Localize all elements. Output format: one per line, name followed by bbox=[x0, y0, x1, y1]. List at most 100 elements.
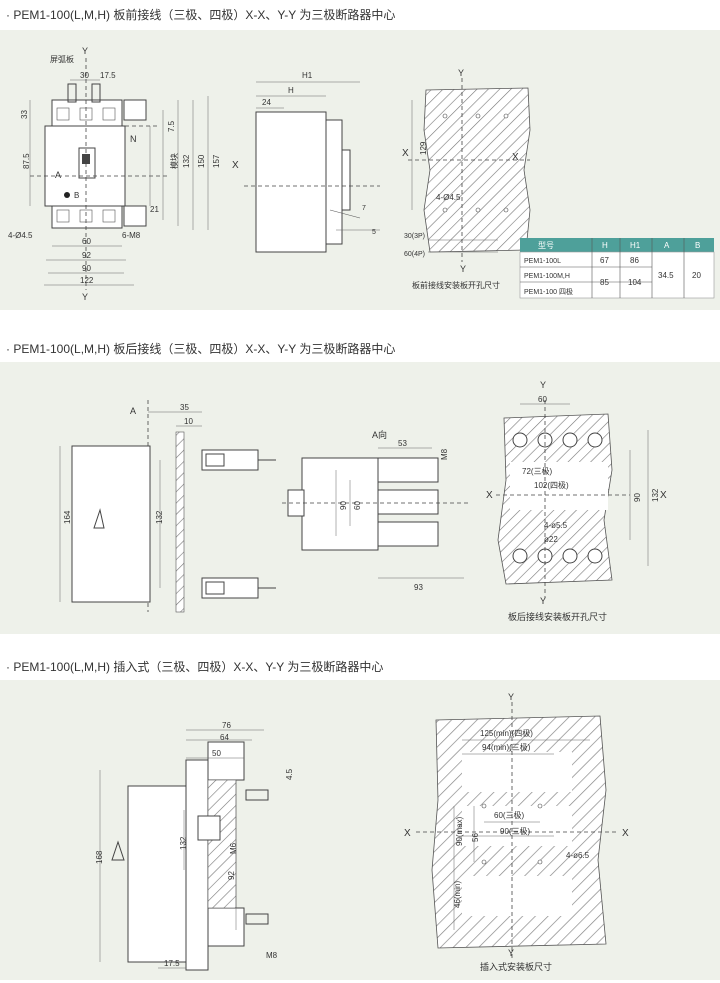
plugin-cutout-caption: 插入式安装板尺寸 bbox=[480, 961, 552, 972]
dim-21: 21 bbox=[150, 205, 159, 214]
dim-56: 56 bbox=[471, 833, 480, 842]
rear-cutout-caption: 板后接线安装板开孔尺寸 bbox=[508, 611, 607, 622]
dim-164: 164 bbox=[63, 510, 72, 524]
dim-24: 24 bbox=[262, 98, 271, 107]
dim-76: 76 bbox=[222, 721, 231, 730]
dim-60-a: 60 bbox=[353, 501, 362, 510]
rear-cutout-x-right: X bbox=[660, 490, 667, 501]
dim-87-5: 87.5 bbox=[22, 153, 31, 169]
table-b-value: 20 bbox=[692, 271, 701, 280]
front-view-breaker bbox=[29, 58, 209, 290]
width-94-label: 94(min)(三极) bbox=[482, 742, 531, 752]
dim-129: 129 bbox=[419, 141, 428, 155]
dim-33: 33 bbox=[20, 110, 29, 119]
plugin-cutout-x-right: X bbox=[622, 828, 629, 839]
barrier-label: 屏弧板 bbox=[50, 54, 74, 64]
four-pole-label: 102(四极) bbox=[534, 480, 569, 490]
section-title-plugin: · PEM1-100(L,M,H) 插入式（三极、四极）X-X、Y-Y 为三极断… bbox=[6, 660, 384, 674]
d22-label: ø22 bbox=[544, 535, 558, 544]
table-row-1-h: 67 bbox=[600, 256, 609, 265]
dim-90-a: 90 bbox=[339, 501, 348, 510]
rear-a-view bbox=[282, 447, 470, 579]
rear-cutout-y-bottom: Y bbox=[540, 596, 546, 606]
plugin-side-view bbox=[99, 729, 269, 971]
plugin-holes-label: 4-ø6.5 bbox=[566, 851, 590, 860]
table-a-value: 34.5 bbox=[658, 271, 674, 280]
a-view-label: A向 bbox=[372, 429, 387, 440]
table-header-h: H bbox=[602, 241, 608, 250]
width-60-label: 60(三极) bbox=[494, 810, 525, 820]
width-90-label: 90(三极) bbox=[500, 826, 531, 836]
dim-157: 157 bbox=[212, 154, 221, 168]
h1-label: H1 bbox=[302, 71, 313, 80]
model-table bbox=[519, 238, 715, 299]
table-row-2-h: 85 bbox=[600, 278, 609, 287]
front-cutout-caption: 板前接线安装板开孔尺寸 bbox=[412, 280, 500, 290]
dim-53: 53 bbox=[398, 439, 407, 448]
cutout-x-right: X bbox=[512, 152, 519, 163]
dim-30-3p: 30(3P) bbox=[404, 233, 425, 240]
rear-a-label: A bbox=[130, 406, 136, 416]
dim-93: 93 bbox=[414, 583, 423, 592]
rear-cutout-y-top: Y bbox=[540, 380, 546, 390]
h-label: H bbox=[288, 86, 294, 95]
m6-label: M6 bbox=[229, 842, 238, 854]
front-y-bottom: Y bbox=[82, 292, 88, 302]
dim-60: 60 bbox=[82, 237, 91, 246]
table-header-model: 型号 bbox=[538, 241, 554, 250]
plugin-cutout bbox=[416, 702, 618, 958]
cutout-x-left: X bbox=[402, 148, 409, 159]
m8-label: M8 bbox=[440, 448, 449, 460]
dim-132-plugin: 132 bbox=[179, 836, 188, 850]
cutout-y-top: Y bbox=[458, 68, 464, 78]
dim-5: 5 bbox=[372, 229, 376, 236]
dim-50: 50 bbox=[212, 749, 221, 758]
cutout-y-bottom: Y bbox=[460, 264, 466, 274]
dim-92-plugin: 92 bbox=[227, 871, 236, 880]
section-title-front: · PEM1-100(L,M,H) 板前接线（三极、四极）X-X、Y-Y 为三极… bbox=[6, 8, 396, 22]
height-46-label: 46(min) bbox=[453, 881, 462, 908]
dim-7-5: 7.5 bbox=[167, 120, 176, 132]
dim-90: 90 bbox=[82, 264, 91, 273]
section-title-rear: · PEM1-100(L,M,H) 板后接线（三极、四极）X-X、Y-Y 为三极… bbox=[6, 342, 396, 356]
rear-cutout bbox=[496, 400, 649, 598]
table-row-1-model: PEM1-100L bbox=[524, 258, 561, 265]
b-label: B bbox=[74, 191, 79, 200]
table-row-2-model: PEM1-100M,H bbox=[524, 273, 570, 280]
a-label: A bbox=[55, 170, 61, 180]
dim-60-rear: 60 bbox=[538, 395, 547, 404]
table-row-2-h1: 104 bbox=[628, 278, 642, 287]
dim-132-rear: 132 bbox=[155, 510, 164, 524]
dim-132-cutout: 132 bbox=[651, 488, 660, 502]
table-header-b: B bbox=[695, 241, 700, 250]
dim-150: 150 bbox=[197, 154, 206, 168]
dim-17-5-plugin: 17.5 bbox=[164, 959, 180, 968]
dim-10: 10 bbox=[184, 417, 193, 426]
dim-90-rear: 90 bbox=[633, 493, 642, 502]
rear-side-view bbox=[59, 400, 276, 613]
n-label: N bbox=[130, 134, 137, 144]
hole-label: 4-Ø4.5 bbox=[8, 231, 33, 240]
plugin-cutout-y-bottom: Y bbox=[508, 948, 514, 958]
cutout-hole-label: 4-Ø4.5 bbox=[436, 193, 461, 202]
m8-plugin-label: M8 bbox=[266, 951, 278, 960]
front-x-side: X bbox=[232, 160, 239, 171]
table-header-h1: H1 bbox=[630, 241, 641, 250]
dim-17-5: 17.5 bbox=[100, 71, 116, 80]
front-cutout bbox=[408, 78, 531, 262]
front-side-view bbox=[244, 81, 380, 253]
plugin-cutout-y-top: Y bbox=[508, 692, 514, 702]
table-row-1-h1: 86 bbox=[630, 256, 639, 265]
dim-30: 30 bbox=[80, 71, 89, 80]
dim-7: 7 bbox=[362, 205, 366, 212]
width-125-label: 125(min)(四极) bbox=[480, 728, 533, 738]
dim-168: 168 bbox=[95, 850, 104, 864]
height-90-label: 90(max) bbox=[455, 816, 464, 846]
plugin-cutout-x-left: X bbox=[404, 828, 411, 839]
dim-64: 64 bbox=[220, 733, 229, 742]
module-label: 模块 bbox=[169, 153, 179, 169]
rear-holes-label: 4-ø5.5 bbox=[544, 521, 568, 530]
dim-92: 92 bbox=[82, 251, 91, 260]
dim-122: 122 bbox=[80, 276, 94, 285]
